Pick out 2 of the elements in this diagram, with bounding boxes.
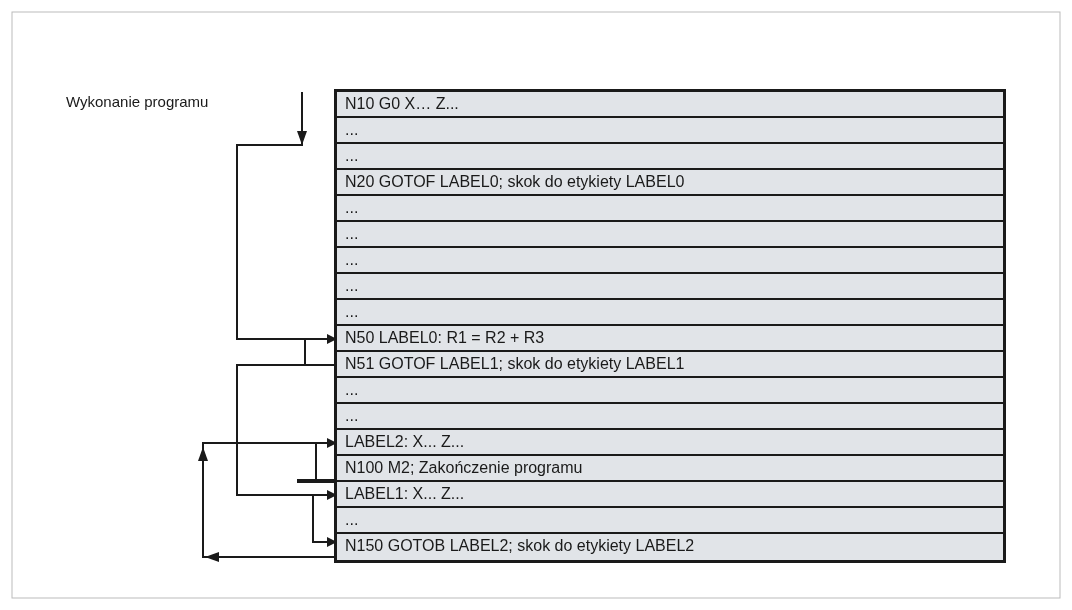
caption-text: Wykonanie programu — [66, 93, 303, 110]
program-table — [334, 89, 1006, 563]
